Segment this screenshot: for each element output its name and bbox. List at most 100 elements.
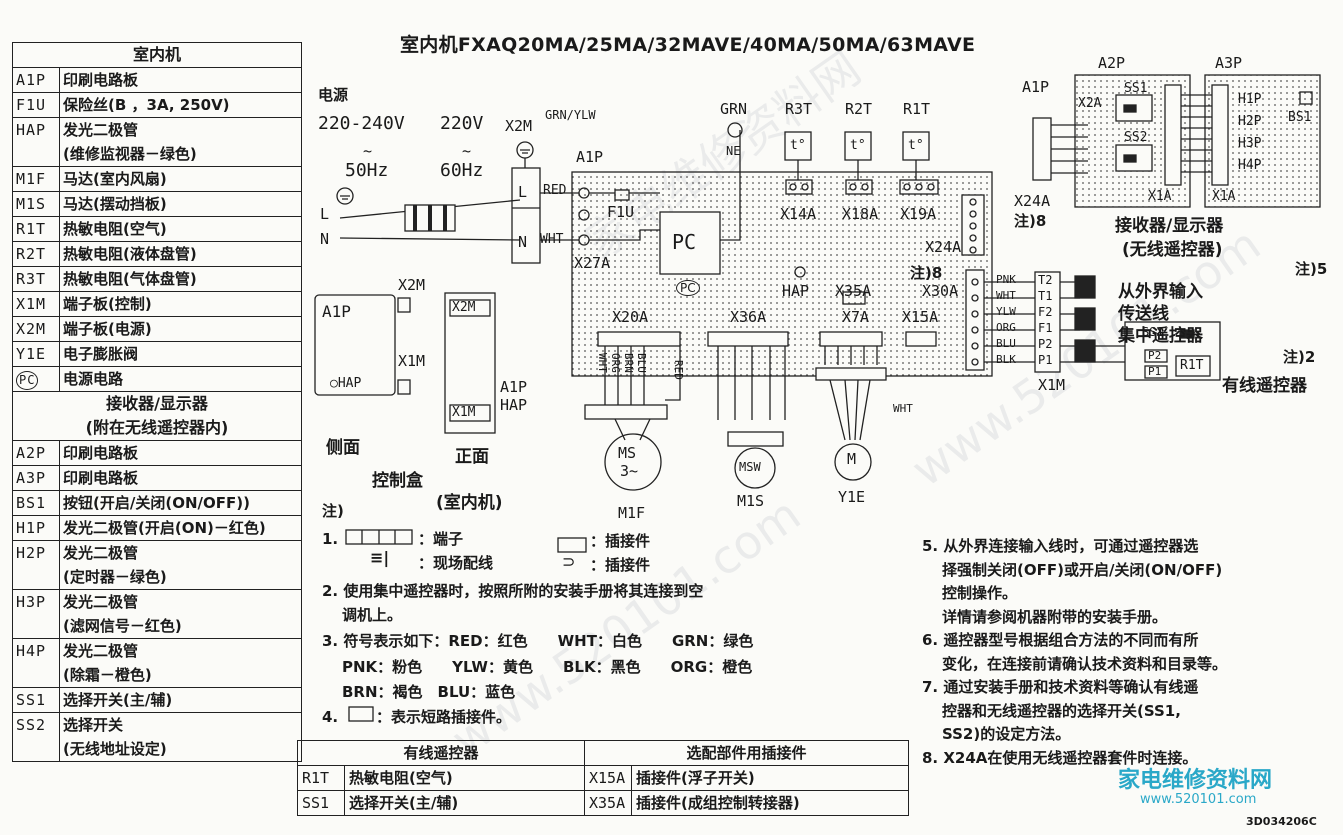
legend-header: 室内机 [12, 42, 302, 68]
tilde: ~ [363, 142, 373, 160]
note8-top-label: 注)8 [1014, 212, 1047, 230]
legend-desc-text: 热敏电阻(空气) [63, 220, 167, 238]
legend-desc-text: 印刷电路板 [63, 71, 139, 89]
thermistor-symbol: t° [850, 138, 866, 153]
f1u-label: F1U [607, 203, 635, 221]
note-3b: PNK：粉色 YLW：黄色 BLK：黑色 ORG：橙色 [342, 658, 753, 676]
page-title: 室内机FXAQ20MA/25MA/32MAVE/40MA/50MA/63MAVE [400, 34, 976, 56]
a1p-label: A1P [576, 148, 604, 166]
tilde: ~ [462, 142, 472, 160]
m1s-label: M1S [737, 492, 765, 510]
table-desc: 插接件(成组控制转接器) [631, 790, 909, 816]
x20a-label: X20A [612, 308, 649, 326]
note-4b: ：表示短路插接件。 [376, 708, 512, 726]
thermistor-r3t [784, 131, 813, 195]
wired-remote-box [1124, 321, 1221, 381]
ne-label: NE [726, 144, 741, 158]
legend-code-text: X1M [16, 295, 47, 313]
legend-code-text: H4P [16, 642, 47, 660]
legend-desc-text: 马达(室内风扇) [63, 170, 167, 188]
p2-label: P2 [1148, 349, 1162, 362]
led-label: H4P [1238, 158, 1262, 173]
r1t-remote-label: R1T [1180, 358, 1204, 373]
a3p-label: A3P [1215, 54, 1243, 72]
trans-line-label: 传送线 [1118, 304, 1169, 324]
ms-label: MS [618, 444, 637, 462]
terminal: F2 [1038, 305, 1053, 319]
ss2-top-label: SS2 [1124, 130, 1148, 145]
legend-desc: 发光二极管(除霜－橙色) [59, 638, 302, 688]
table-desc: 插接件(浮子开关) [631, 765, 909, 791]
n-wire: N [320, 230, 330, 248]
legend-code-text: R2T [16, 245, 47, 263]
legend-code-text: F1U [16, 96, 47, 114]
box-x1m: X1M [398, 352, 426, 370]
x30a-label: X30A [922, 282, 959, 300]
legend-desc-text: 热敏电阻(液体盘管) [63, 245, 197, 263]
ss1-label: SS1 [1142, 325, 1164, 339]
wireless-label: (无线遥控器) [1122, 240, 1223, 260]
legend-code-text: A3P [16, 469, 47, 487]
note-line: 详情请参阅机器附带的安装手册。 [942, 607, 1168, 626]
ms3-label: 3~ [620, 462, 639, 480]
table-code: R1T [297, 765, 345, 791]
notes-header: 注) [322, 502, 344, 520]
note-2: 2. 使用集中遥控器时，按照所附的安装手册将其连接到空 [322, 582, 704, 600]
legend-desc: 发光二极管(滤网信号－红色) [59, 589, 302, 639]
front-view-label: 正面 [455, 447, 489, 467]
legend-desc: 按钮(开启/关闭(ON/OFF)) [59, 490, 302, 516]
legend-code-text: H1P [16, 519, 47, 537]
note-line: 5. 从外界连接输入线时，可通过遥控器选 [922, 537, 1199, 555]
x1a-label: X1A [1212, 189, 1236, 204]
legend-desc-text: 端子板(控制) [63, 295, 152, 313]
legend-desc-text: (滤网信号－红色) [63, 617, 182, 635]
note-line: SS2)的设定方法。 [942, 725, 1071, 743]
legend-code: Y1E [12, 341, 60, 367]
receiver-label: 接收器/显示器 [1115, 216, 1224, 236]
fuse-f1u [614, 189, 630, 201]
legend-desc: 电子膨胀阀 [59, 341, 302, 367]
table-desc: 选择开关(主/辅) [344, 790, 585, 816]
pc-label: PC [672, 230, 697, 254]
connector-x30a [965, 269, 985, 371]
legend-code: SS2 [12, 712, 60, 762]
note-1b: ：现场配线 [418, 554, 494, 572]
legend-code-text: BS1 [16, 494, 47, 512]
x35a-label: X35A [835, 282, 872, 300]
site-logo: 家电维修资料网 [1118, 768, 1273, 793]
wire-color: WHT [996, 289, 1016, 302]
note-1c: ：插接件 [590, 532, 651, 550]
legend-code-text: M1S [16, 195, 47, 213]
a1p-top-label: A1P [1022, 78, 1050, 96]
legend-desc-text: (除霜－橙色) [63, 666, 152, 684]
l-terminal: L [518, 183, 528, 201]
swing-motor-m1s [734, 447, 776, 489]
x19a-label: X19A [900, 205, 937, 223]
legend-desc-text: (定时器－绿色) [63, 568, 167, 586]
hap-label: HAP [782, 282, 810, 300]
led-label: H1P [1238, 92, 1262, 107]
legend-desc-text: (无线地址设定) [63, 740, 167, 758]
central-remote-label: 集中遥控器 [1118, 326, 1203, 346]
led-label: H2P [1238, 114, 1262, 129]
field-wiring-icon: ≡| [370, 548, 390, 567]
wire-color: YLW [996, 305, 1016, 318]
legend-desc-text: 热敏电阻(气体盘管) [63, 270, 197, 288]
m-label: M [847, 450, 857, 468]
voltage-1: 220-240V [318, 113, 405, 134]
note-3c: BRN：褐色 BLU：蓝色 [342, 683, 516, 701]
x18a-label: X18A [842, 205, 879, 223]
legend-row: R2T 热敏电阻(液体盘管) [12, 241, 302, 267]
legend-code-text: SS2 [16, 716, 47, 734]
x1a-label: X1A [1148, 189, 1172, 204]
note8-label: 注)8 [910, 264, 943, 282]
